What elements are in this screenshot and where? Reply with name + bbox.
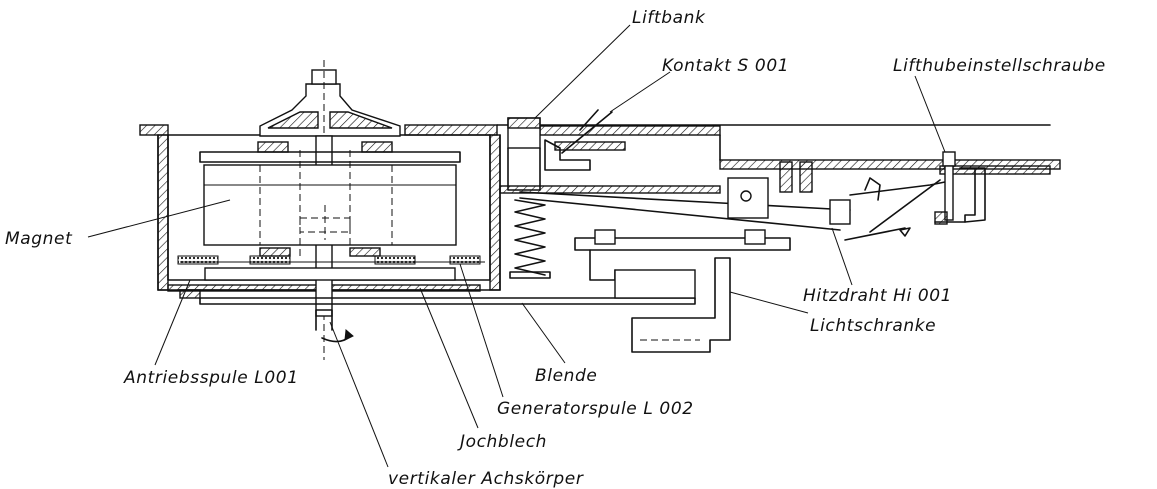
lifthub-screw	[869, 151, 986, 233]
label-kontakt: Kontakt S 001	[662, 56, 789, 76]
label-blende: Blende	[535, 366, 597, 386]
label-magnet: Magnet	[5, 229, 73, 249]
label-antriebsspule: Antriebsspule L001	[123, 368, 299, 388]
liftbank-mechanism	[499, 109, 721, 194]
blende-plate	[179, 289, 696, 305]
callout-labels: Liftbank Kontakt S 001 Lifthubeinstellsc…	[5, 8, 1106, 489]
label-hitzdraht: Hitzdraht Hi 001	[803, 286, 952, 306]
magnet-block	[199, 141, 461, 260]
label-jochblech: Jochblech	[457, 432, 547, 452]
label-liftbank: Liftbank	[632, 8, 706, 28]
hitzdraht-linkage	[519, 161, 946, 241]
deck-plate	[139, 124, 1061, 175]
label-lifthubeinstellschraube: Lifthubeinstellschraube	[893, 56, 1106, 76]
label-achskoerper: vertikaler Achskörper	[388, 469, 584, 489]
coils	[177, 247, 485, 281]
label-generatorspule: Generatorspule L 002	[497, 399, 694, 419]
leader-lines	[87, 24, 946, 468]
label-lichtschranke: Lichtschranke	[810, 316, 936, 336]
lichtschranke-unit	[574, 229, 791, 353]
lift-spring	[509, 199, 551, 279]
